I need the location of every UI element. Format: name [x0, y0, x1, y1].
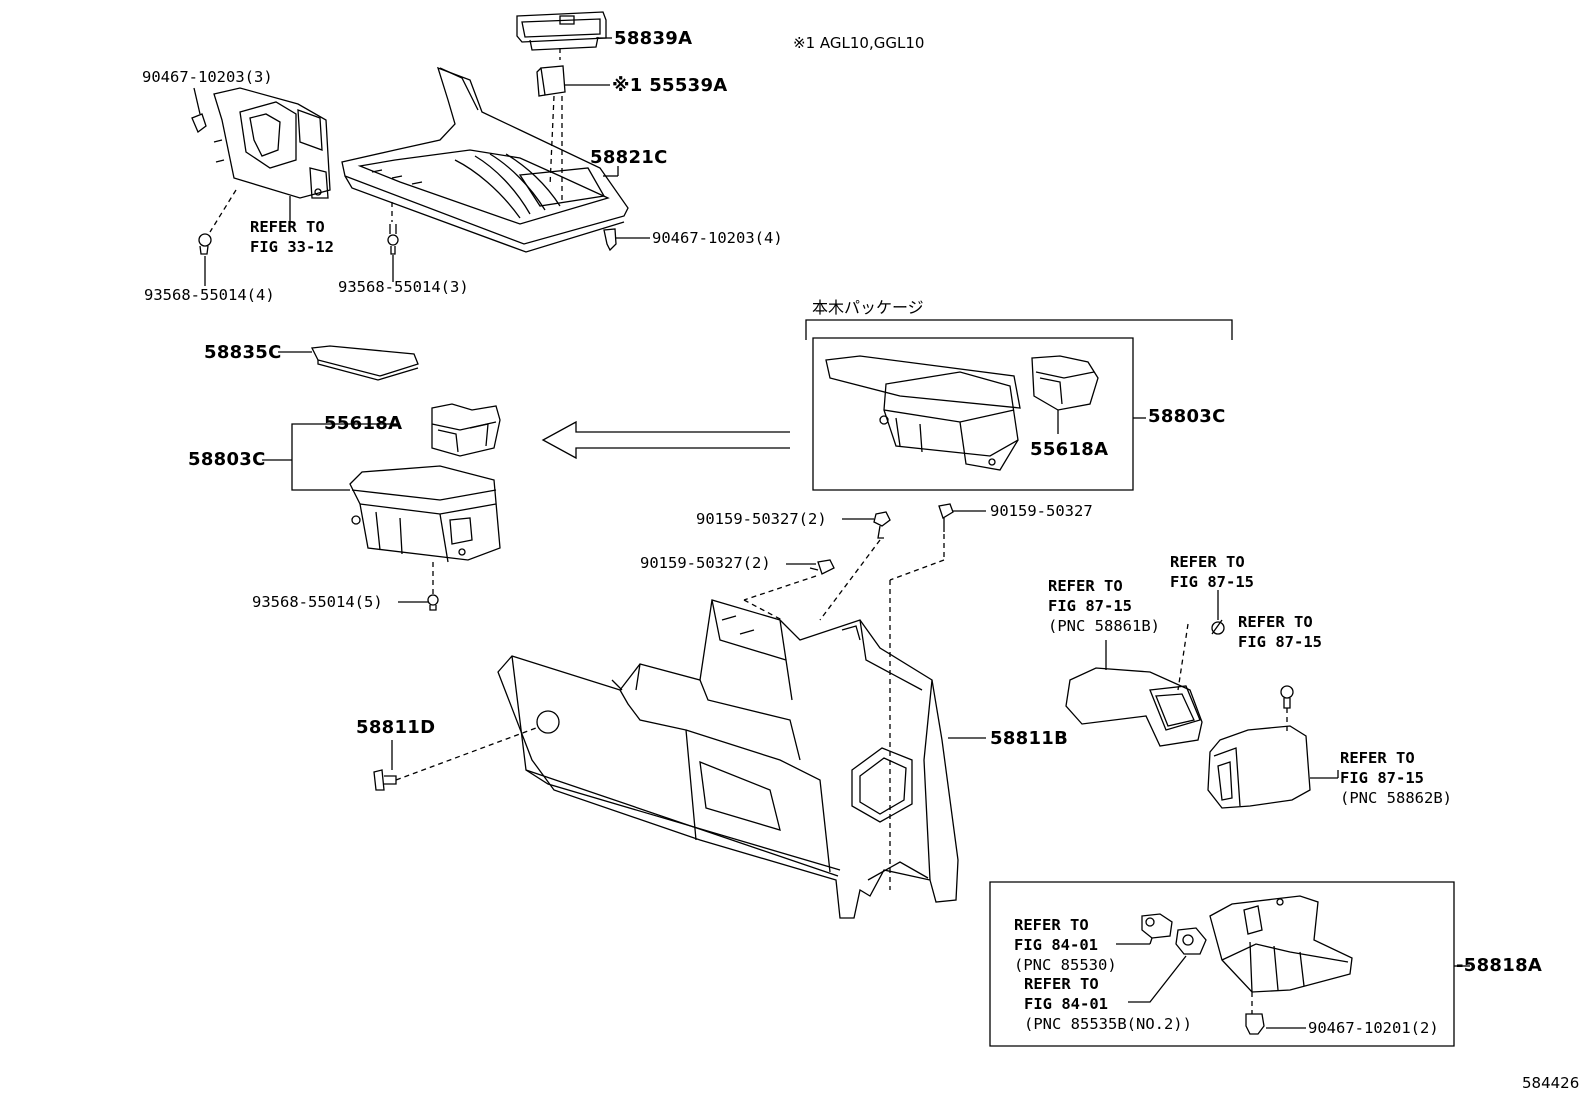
label-93568-55014-5: 93568-55014(5): [252, 593, 383, 611]
part-screw-duct-a: [1212, 620, 1224, 634]
label-90159-50327-2b: 90159-50327(2): [640, 554, 771, 572]
label-58811D: 58811D: [356, 717, 436, 738]
leader-dash: [1178, 624, 1188, 690]
leader-dash: [396, 728, 536, 780]
part-55618A-right: [1032, 356, 1098, 410]
bracket-58803C: [292, 424, 400, 460]
ref-fig-84-01-b: REFER TO FIG 84-01 (PNC 85535B(NO.2)): [1024, 974, 1192, 1034]
ref-fig-87-15-d: REFER TO FIG 87-15 (PNC 58862B): [1340, 748, 1452, 808]
leader-dash: [820, 540, 880, 620]
part-58811B-console-body: [498, 600, 958, 918]
ref-line: REFER TO: [250, 218, 325, 236]
label-55539A: ※1 55539A: [612, 75, 728, 96]
label-58803C-right: 58803C: [1148, 406, 1226, 427]
part-screw-mid: [388, 224, 398, 254]
leader-dash: [744, 600, 782, 620]
part-shift-bezel: [214, 88, 330, 198]
label-93568-55014-3: 93568-55014(3): [338, 278, 469, 296]
leader-dash: [744, 576, 816, 600]
ref-line: REFER TO: [1340, 749, 1415, 767]
ref-line: (PNC 85530): [1014, 956, 1117, 974]
label-58821C: 58821C: [590, 147, 668, 168]
leader: [1150, 938, 1152, 944]
part-58821C-upper-panel: [342, 68, 628, 252]
bracket-58803C: [292, 460, 350, 490]
note-variant: ※1 AGL10,GGL10: [793, 34, 925, 52]
part-55539A-switch: [537, 66, 565, 96]
package-box: [813, 338, 1133, 490]
part-58811D-clip: [374, 770, 396, 790]
ref-line: FIG 87-15: [1340, 769, 1424, 787]
package-bracket: [806, 320, 1232, 340]
leader-dash: [210, 190, 236, 232]
part-clip-right: [604, 229, 616, 250]
part-duct-lower: [1208, 726, 1310, 808]
ref-line: FIG 87-15: [1238, 633, 1322, 651]
label-58839A: 58839A: [614, 28, 693, 49]
part-58803C-box-left: [350, 466, 500, 562]
label-55618A-left: 55618A: [324, 413, 403, 434]
ref-fig-87-15-c: REFER TO FIG 87-15: [1238, 612, 1322, 652]
part-screw-93568-5: [428, 595, 438, 610]
ref-line: (PNC 58862B): [1340, 789, 1452, 807]
part-bolt-90159-c: [939, 504, 953, 532]
label-58811B: 58811B: [990, 728, 1069, 749]
label-90467-10203-4: 90467-10203(4): [652, 229, 783, 247]
part-duct-upper: [1066, 668, 1202, 746]
leader-dash: [890, 560, 944, 580]
part-screw-duct-b: [1281, 686, 1293, 708]
part-socket-85530: [1142, 914, 1172, 938]
box-58818A: [990, 882, 1454, 1046]
part-clip-90467-10201: [1246, 1014, 1264, 1034]
ref-line: FIG 33-12: [250, 238, 334, 256]
label-58835C: 58835C: [204, 342, 282, 363]
label-93568-55014-4: 93568-55014(4): [144, 286, 275, 304]
package-label: 本木パッケージ: [812, 298, 924, 317]
ref-line: FIG 84-01: [1014, 936, 1098, 954]
ref-line: REFER TO: [1238, 613, 1313, 631]
ref-fig-87-15-a: REFER TO FIG 87-15 (PNC 58861B): [1048, 576, 1160, 636]
ref-fig-87-15-b: REFER TO FIG 87-15: [1170, 552, 1254, 592]
part-bolt-90159-a: [874, 512, 890, 538]
part-58839A-bezel: [517, 12, 606, 50]
label-90159-50327: 90159-50327: [990, 502, 1093, 520]
ref-fig-33-12: REFER TO FIG 33-12: [250, 217, 334, 257]
ref-line: FIG 84-01: [1024, 995, 1108, 1013]
part-socket-85535B: [1176, 928, 1206, 954]
part-clip-left: [192, 114, 206, 132]
ref-line: REFER TO: [1170, 553, 1245, 571]
label-55618A-right: 55618A: [1030, 439, 1109, 460]
ref-line: FIG 87-15: [1170, 573, 1254, 591]
leader: [194, 88, 200, 114]
ref-line: (PNC 58861B): [1048, 617, 1160, 635]
leader-dash: [550, 96, 554, 186]
ref-line: FIG 87-15: [1048, 597, 1132, 615]
part-screw-left: [199, 234, 211, 254]
ref-line: (PNC 85535B(NO.2)): [1024, 1015, 1192, 1033]
leader: [1128, 956, 1186, 1002]
part-55618A-left: [432, 404, 500, 456]
part-bolt-90159-b: [810, 560, 834, 574]
label-58803C-left: 58803C: [188, 449, 266, 470]
label-90467-10201-2: 90467-10201(2): [1308, 1019, 1439, 1037]
part-58818A-tray: [1210, 896, 1352, 992]
ref-fig-84-01-a: REFER TO FIG 84-01 (PNC 85530): [1014, 915, 1117, 975]
label-58818A: -58818A: [1456, 955, 1543, 976]
label-90467-10203-3: 90467-10203(3): [142, 68, 273, 86]
label-90159-50327-2a: 90159-50327(2): [696, 510, 827, 528]
part-58835C-lid: [312, 346, 418, 380]
ref-line: REFER TO: [1024, 975, 1099, 993]
part-58803C-box-right: [826, 356, 1020, 470]
image-id: 584426: [1522, 1074, 1580, 1092]
ref-line: REFER TO: [1048, 577, 1123, 595]
ref-line: REFER TO: [1014, 916, 1089, 934]
arrow-left: [543, 422, 790, 458]
